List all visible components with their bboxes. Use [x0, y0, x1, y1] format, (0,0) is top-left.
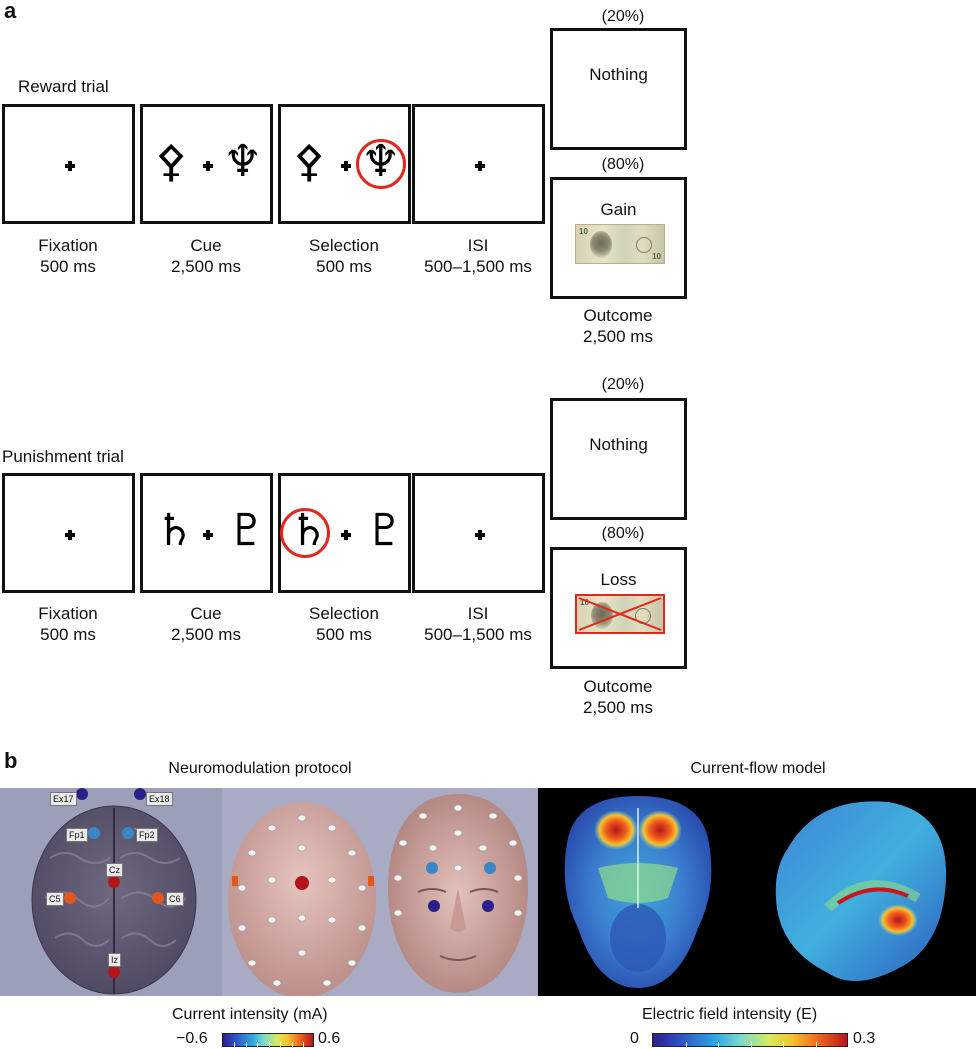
- panel-label-b: b: [4, 748, 18, 773]
- electric-field-max: 0.3: [853, 1030, 876, 1047]
- current-flow-title: Current-flow model: [690, 760, 826, 777]
- reward-nothing-frame: Nothing: [550, 28, 687, 150]
- fixation-cross-icon: [341, 161, 351, 171]
- selection-ring-icon: [356, 139, 406, 189]
- electrode-label: C6: [166, 892, 184, 906]
- electrode-label: Cz: [106, 863, 123, 877]
- electric-field-min: 0: [630, 1030, 639, 1047]
- punishment-loss-frame: Loss 10: [550, 547, 687, 669]
- electrode-label: C5: [46, 892, 64, 906]
- reward-gain-percent: (80%): [601, 156, 645, 173]
- brain-montage-image: Ex17 Ex18 Fp1 Fp2 Cz C5 C6 Iz: [0, 788, 222, 996]
- electric-field-colorbar: [652, 1033, 848, 1047]
- electrode-label: Ex17: [50, 792, 77, 806]
- electrode-label: Fp2: [136, 828, 158, 842]
- punishment-nothing-text: Nothing: [589, 435, 648, 454]
- fixation-cross-icon: [65, 161, 75, 171]
- punishment-nothing-percent: (20%): [601, 376, 645, 393]
- punishment-selection-frame: ♄ ♇: [278, 473, 411, 593]
- fixation-cross-icon: [65, 530, 75, 540]
- reward-right-symbol-icon: ♆: [223, 136, 263, 187]
- fixation-cross-icon: [475, 161, 485, 171]
- punishment-left-symbol-icon: ♄: [155, 505, 195, 556]
- current-intensity-colorbar: [222, 1033, 314, 1047]
- reward-nothing-percent: (20%): [601, 8, 645, 25]
- punishment-right-symbol-icon: ♇: [365, 505, 405, 556]
- dollar-bill-icon: 10 10: [575, 224, 665, 264]
- electric-field-label: Electric field intensity (E): [642, 1006, 818, 1023]
- head-front-view-image: [378, 788, 538, 996]
- punishment-loss-percent: (80%): [601, 525, 645, 542]
- reward-selection-frame: ⚴ ♆: [278, 104, 411, 224]
- reward-left-symbol-icon: ⚴: [293, 136, 326, 187]
- punishment-isi-frame: [412, 473, 545, 593]
- cross-out-icon: [578, 597, 662, 631]
- current-intensity-label: Current intensity (mA): [172, 1006, 328, 1023]
- reward-gain-text: Gain: [600, 200, 637, 219]
- panel-label-a: a: [4, 0, 17, 23]
- fixation-cross-icon: [203, 161, 213, 171]
- neuromodulation-title: Neuromodulation protocol: [168, 760, 352, 777]
- fixation-cross-icon: [475, 530, 485, 540]
- selection-ring-icon: [280, 508, 330, 558]
- head-top-view-image: [222, 788, 378, 998]
- electrode-label: Fp1: [66, 828, 88, 842]
- reward-left-symbol-icon: ⚴: [155, 136, 188, 187]
- punishment-trial-label: Punishment trial: [2, 447, 124, 466]
- crossed-dollar-bill-icon: 10: [575, 594, 665, 634]
- electrode-label: Iz: [108, 953, 122, 967]
- current-flow-model-image: [538, 788, 976, 996]
- punishment-fixation-frame: [2, 473, 135, 593]
- reward-cue-frame: ⚴ ♆: [140, 104, 273, 224]
- fixation-cross-icon: [341, 530, 351, 540]
- fixation-cross-icon: [203, 530, 213, 540]
- punishment-loss-text: Loss: [600, 570, 637, 589]
- punishment-right-symbol-icon: ♇: [227, 505, 267, 556]
- current-intensity-min: −0.6: [176, 1030, 208, 1047]
- reward-gain-frame: Gain 10 10: [550, 177, 687, 299]
- punishment-nothing-frame: Nothing: [550, 398, 687, 520]
- current-intensity-max: 0.6: [318, 1030, 341, 1047]
- reward-trial-label: Reward trial: [18, 77, 109, 96]
- reward-isi-frame: [412, 104, 545, 224]
- reward-nothing-text: Nothing: [589, 65, 648, 84]
- electrode-label: Ex18: [146, 792, 173, 806]
- reward-fixation-frame: [2, 104, 135, 224]
- punishment-cue-frame: ♄ ♇: [140, 473, 273, 593]
